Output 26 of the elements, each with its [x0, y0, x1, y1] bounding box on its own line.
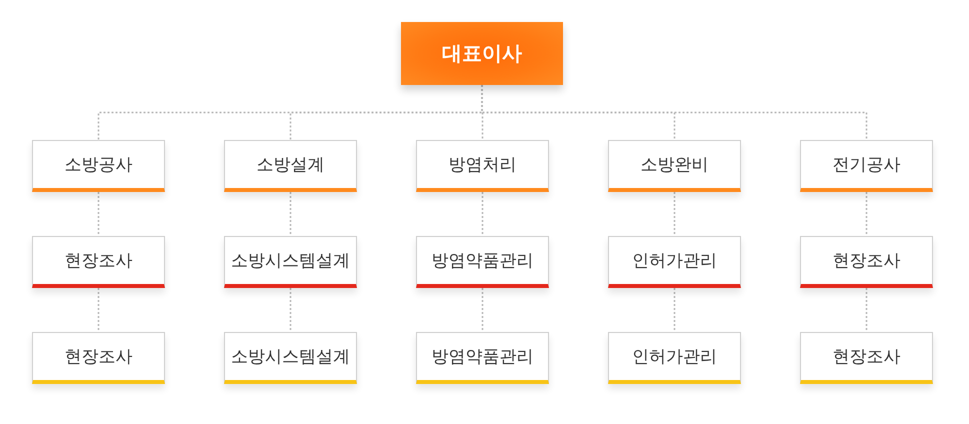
- connector-line: [674, 192, 676, 236]
- department-box: 인허가관리: [608, 332, 741, 384]
- connector-line: [98, 288, 100, 332]
- department-box: 소방시스템설계: [224, 236, 357, 288]
- department-box: 방염약품관리: [416, 332, 549, 384]
- connector-line: [290, 288, 292, 332]
- head-box: 대표이사: [401, 22, 563, 85]
- department-box: 현장조사: [32, 236, 165, 288]
- connector-line: [482, 288, 484, 332]
- department-box: 현장조사: [800, 332, 933, 384]
- department-box: 소방시스템설계: [224, 332, 357, 384]
- department-box: 소방완비: [608, 140, 741, 192]
- department-box: 전기공사: [800, 140, 933, 192]
- connector-line: [866, 192, 868, 236]
- department-box: 소방설계: [224, 140, 357, 192]
- connector-line: [482, 192, 484, 236]
- connector-line: [674, 288, 676, 332]
- connector-line: [290, 192, 292, 236]
- connector-line: [98, 192, 100, 236]
- department-box: 방염약품관리: [416, 236, 549, 288]
- department-box: 방염처리: [416, 140, 549, 192]
- department-box: 인허가관리: [608, 236, 741, 288]
- department-box: 소방공사: [32, 140, 165, 192]
- department-box: 현장조사: [800, 236, 933, 288]
- department-box: 현장조사: [32, 332, 165, 384]
- connector-line: [866, 288, 868, 332]
